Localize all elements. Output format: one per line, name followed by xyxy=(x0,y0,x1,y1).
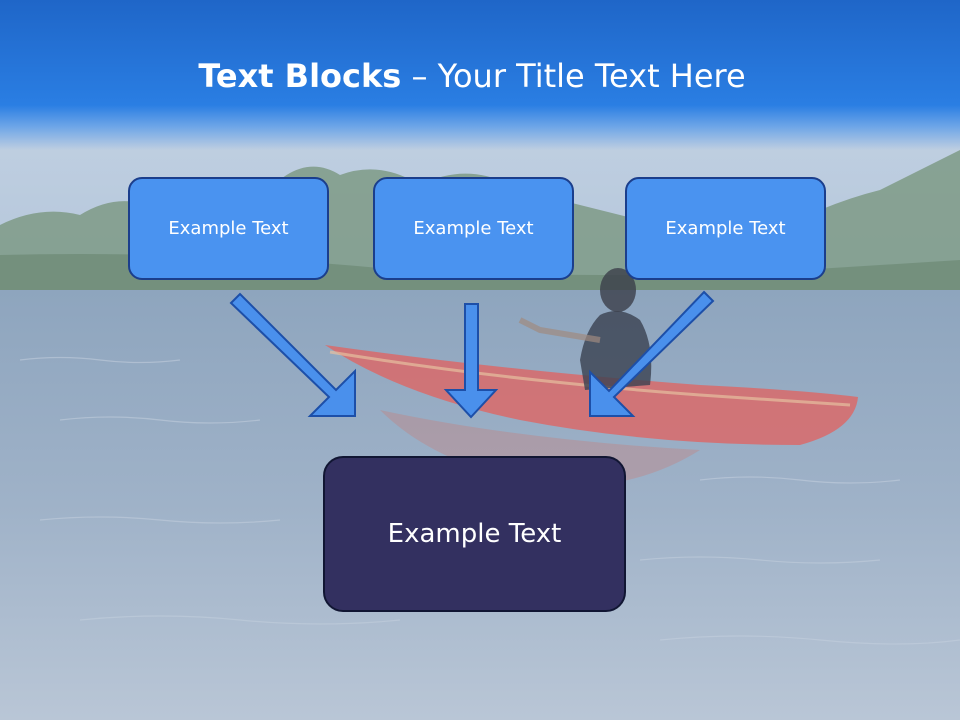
title-bold: Text Blocks xyxy=(198,57,402,95)
text-block-2[interactable]: Example Text xyxy=(373,177,574,280)
text-block-3[interactable]: Example Text xyxy=(625,177,826,280)
title-rest: Your Title Text Here xyxy=(437,57,746,95)
title-bar xyxy=(0,0,960,150)
text-block-1-label: Example Text xyxy=(168,218,289,239)
title-dash: – xyxy=(401,57,438,95)
text-block-2-label: Example Text xyxy=(413,218,534,239)
slide-title: Text Blocks – Your Title Text Here xyxy=(0,56,944,96)
text-block-3-label: Example Text xyxy=(665,218,786,239)
text-block-main-label: Example Text xyxy=(387,519,562,549)
text-block-1[interactable]: Example Text xyxy=(128,177,329,280)
text-block-main[interactable]: Example Text xyxy=(323,456,626,612)
